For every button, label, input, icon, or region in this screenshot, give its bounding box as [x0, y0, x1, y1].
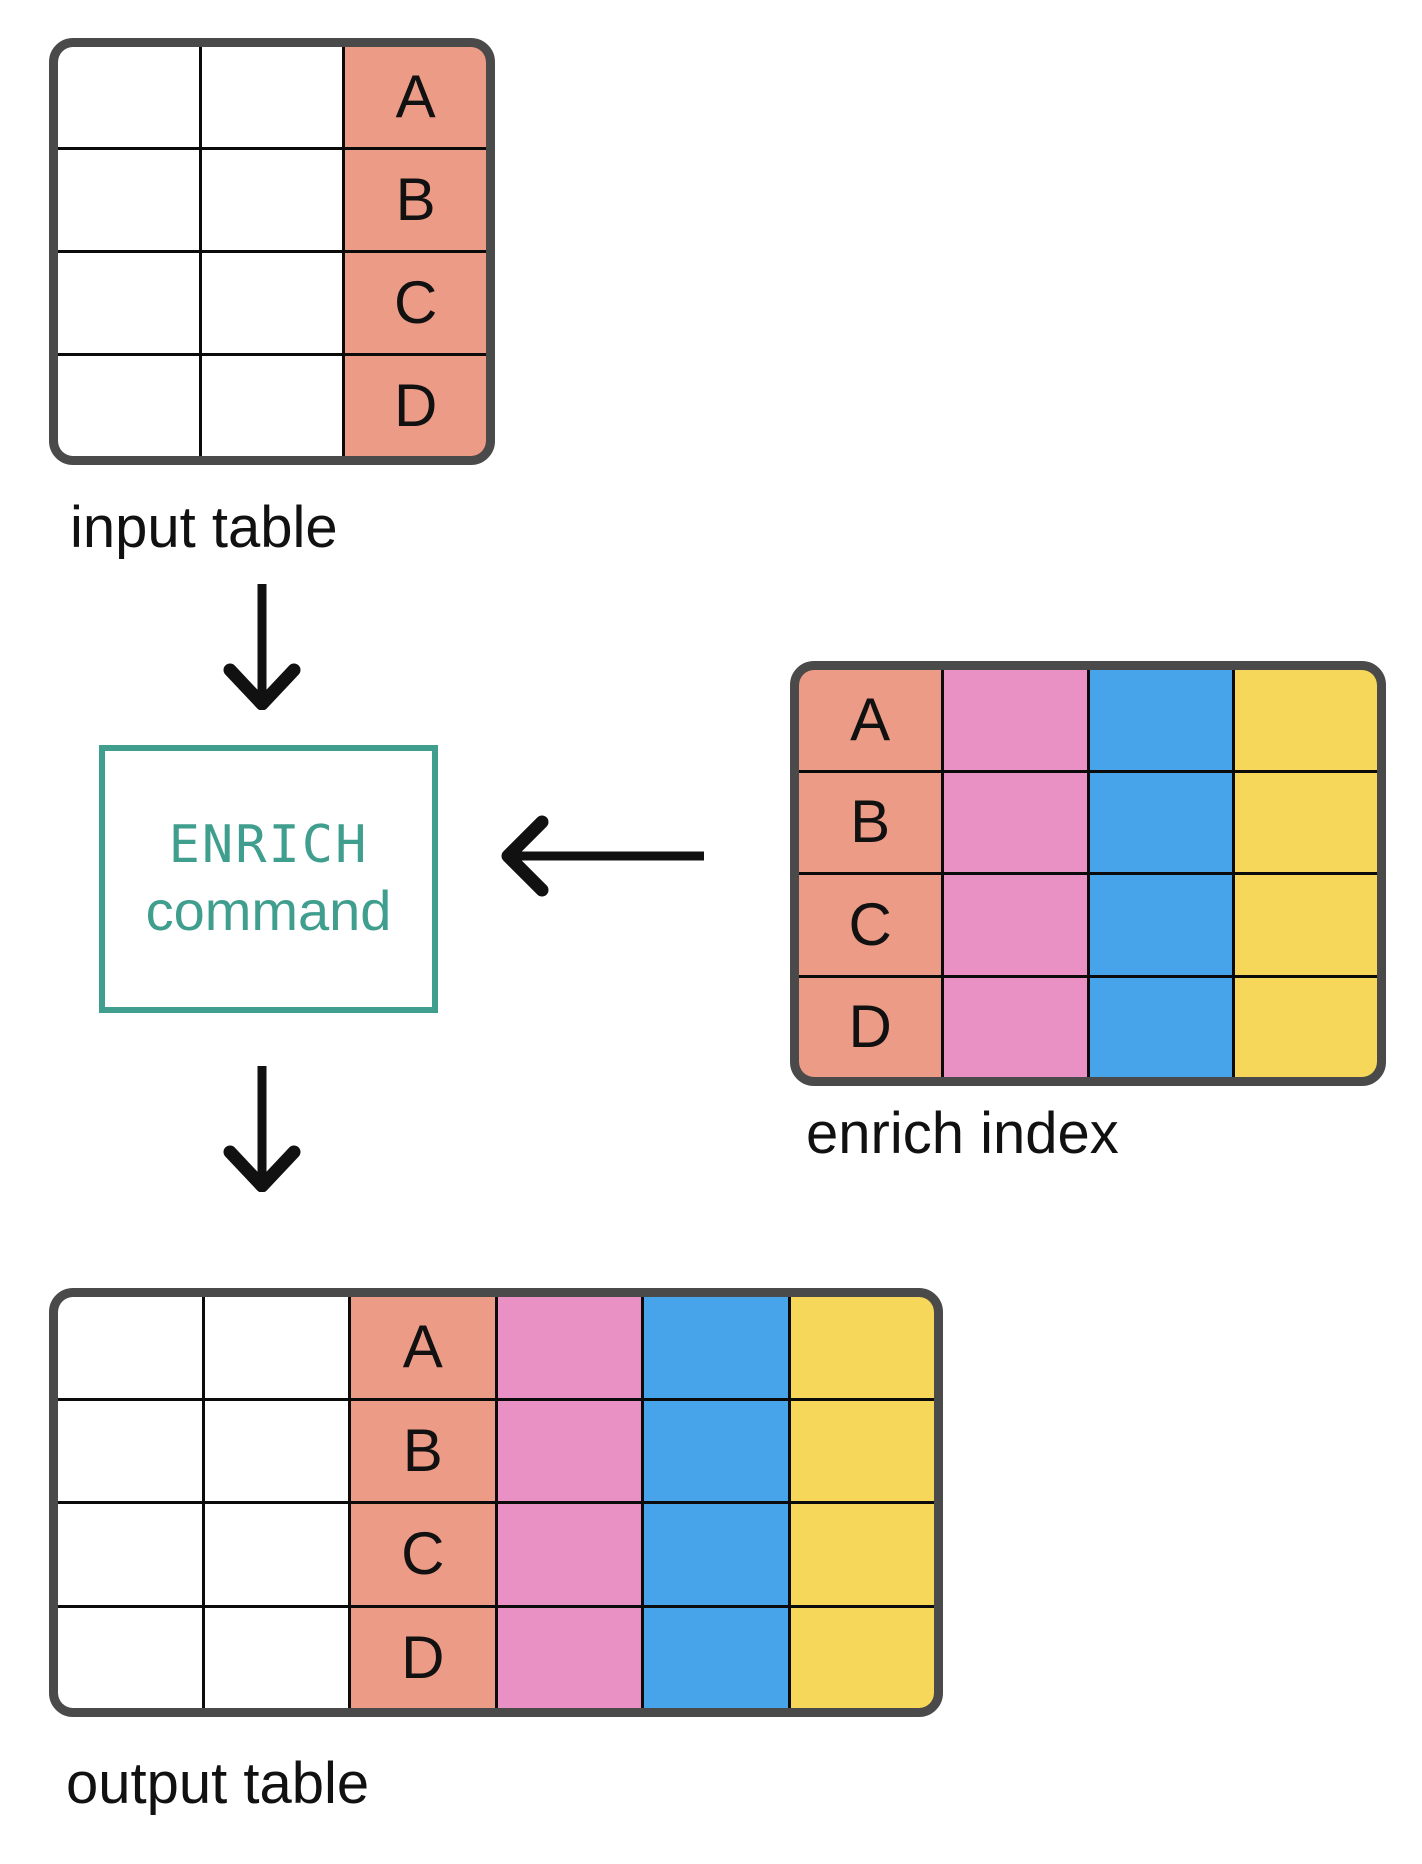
enrich-index-label: enrich index: [806, 1101, 1119, 1166]
table-cell-plain: [58, 253, 199, 353]
key-cell: C: [345, 253, 486, 353]
table-cell-pink: [944, 772, 1087, 872]
table-cell-plain: [58, 1504, 202, 1605]
table-cell-pink: [944, 875, 1087, 975]
key-cell: D: [799, 977, 942, 1077]
table-cell-pink: [497, 1400, 641, 1501]
key-cell: B: [345, 150, 486, 250]
enrich-command-box: ENRICH command: [99, 745, 438, 1013]
table-cell-blue: [644, 1400, 788, 1501]
table-cell-plain: [58, 47, 199, 147]
key-cell: B: [799, 772, 942, 872]
key-cell: A: [799, 670, 942, 770]
table-cell-plain: [201, 253, 343, 353]
table-cell-plain: [58, 356, 199, 456]
table-cell-blue: [1089, 977, 1232, 1077]
table-cell-pink: [497, 1607, 641, 1708]
table-cell-plain: [58, 1400, 202, 1501]
arrow-down-icon: [223, 584, 301, 710]
table-cell-blue: [644, 1504, 788, 1605]
table-cell-yellow: [790, 1504, 934, 1605]
table-cell-pink: [944, 670, 1087, 770]
table-cell-plain: [201, 150, 343, 250]
table-cell-pink: [944, 977, 1087, 1077]
table-cell-blue: [644, 1297, 788, 1398]
table-cell-pink: [497, 1504, 641, 1605]
table-cell-blue: [1089, 875, 1232, 975]
key-cell: C: [799, 875, 942, 975]
table-cell-blue: [644, 1607, 788, 1708]
table-cell-blue: [1089, 670, 1232, 770]
table-cell-plain: [58, 150, 199, 250]
key-cell: A: [351, 1297, 495, 1398]
table-cell-plain: [204, 1504, 348, 1605]
table-cell-plain: [204, 1607, 348, 1708]
key-cell: A: [345, 47, 486, 147]
key-cell: D: [351, 1607, 495, 1708]
arrow-left-icon: [501, 815, 704, 897]
table-cell-yellow: [790, 1297, 934, 1398]
key-cell: B: [351, 1400, 495, 1501]
table-cell-blue: [1089, 772, 1232, 872]
table-cell-plain: [58, 1607, 202, 1708]
arrow-down-icon: [223, 1066, 301, 1192]
table-cell-yellow: [790, 1400, 934, 1501]
table-cell-yellow: [1234, 977, 1377, 1077]
input-table-label: input table: [70, 495, 338, 560]
table-cell-plain: [201, 47, 343, 147]
table-cell-yellow: [1234, 670, 1377, 770]
table-cell-yellow: [1234, 772, 1377, 872]
key-cell: D: [345, 356, 486, 456]
enrich-command-word: command: [145, 879, 392, 942]
table-cell-yellow: [1234, 875, 1377, 975]
table-cell-pink: [497, 1297, 641, 1398]
table-cell-plain: [204, 1400, 348, 1501]
table-cell-plain: [204, 1297, 348, 1398]
key-cell: C: [351, 1504, 495, 1605]
table-cell-yellow: [790, 1607, 934, 1708]
enrich-command-keyword: ENRICH: [168, 815, 369, 875]
table-cell-plain: [58, 1297, 202, 1398]
output-table-label: output table: [66, 1751, 370, 1816]
table-cell-plain: [201, 356, 343, 456]
